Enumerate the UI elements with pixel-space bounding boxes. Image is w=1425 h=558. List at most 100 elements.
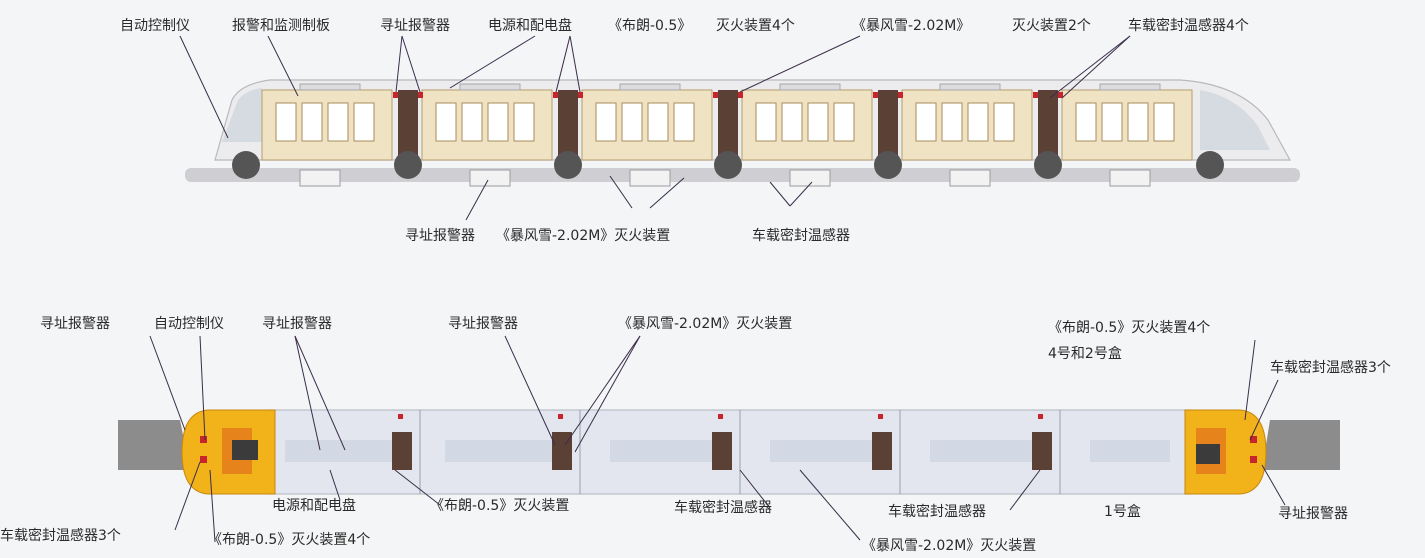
window [915,102,937,142]
window [1101,102,1123,142]
leader-line [199,335,206,441]
connector [718,90,738,162]
marker [1033,92,1038,98]
leader-line [329,469,341,501]
window [487,102,509,142]
window [1127,102,1149,142]
roof-unit [459,83,521,91]
label-plan-addr-left: 寻址报警器 [40,316,110,332]
equip-box [299,169,341,187]
bogie [394,151,422,179]
bogie [232,151,260,179]
marker [878,414,883,419]
window [673,102,695,142]
window [275,102,297,142]
plan-connector [712,432,732,470]
marker [713,92,718,98]
window [513,102,535,142]
under-equipment [299,169,1151,187]
marker [738,92,743,98]
marker [1250,456,1257,463]
plan-connector [1032,432,1052,470]
roof-unit [779,83,841,91]
marker [553,92,558,98]
side-windows [275,102,1175,142]
window [353,102,375,142]
window [301,102,323,142]
roof-unit [939,83,1001,91]
label-plan-power-panel: 电源和配电盘 [272,498,356,514]
label-plan-addr-2: 寻址报警器 [262,316,332,332]
leader-line [569,35,581,93]
bogie [1034,151,1062,179]
plan-connector [552,432,572,470]
label-top-ext4: 灭火装置4个 [716,18,795,34]
right-track [1262,420,1340,470]
leader-line [1261,464,1286,506]
window [1075,102,1097,142]
label-plan-addr-right: 寻址报警器 [1278,506,1348,522]
left-cab-seat [232,440,258,460]
leader-line [294,335,346,451]
leader-line [609,175,633,209]
leader-line [739,35,861,93]
roof-unit [619,83,681,91]
label-top-addr-alarm: 寻址报警器 [380,18,450,34]
label-plan-brown-right-1: 《布朗-0.5》灭火装置4个 [1048,320,1211,336]
plan-aisles [285,440,1170,462]
label-plan-brown-bottom: 《布朗-0.5》灭火装置 [430,498,570,514]
connector [878,90,898,162]
window [967,102,989,142]
marker [418,92,423,98]
bogie [714,151,742,179]
leader-line [267,35,299,97]
equip-box [949,169,991,187]
window [435,102,457,142]
label-plan-sensor-bottom-1: 车载密封温感器 [674,500,772,516]
window [781,102,803,142]
equip-box [469,169,511,187]
leader-line [739,469,771,509]
marker [393,92,398,98]
marker [578,92,583,98]
marker [873,92,878,98]
roof-unit [1099,83,1161,91]
connector [1038,90,1058,162]
leader-line [504,335,556,446]
plan-connector [392,432,412,470]
plan-leaders-top [149,335,1279,453]
connector [558,90,578,162]
leader-line [1249,379,1279,441]
bogie [874,151,902,179]
label-top-auto-controller: 自动控制仪 [120,18,190,34]
aisle [610,440,720,462]
label-plan-sensor3-left: 车载密封温感器3个 [0,528,121,544]
label-plan-sensor-bottom-2: 车载密封温感器 [888,504,986,520]
side-view [179,35,1300,221]
leader-line [174,461,201,531]
plan-leaders-bottom [174,461,1286,543]
plan-connector [872,432,892,470]
aisle [445,440,555,462]
aisle [770,440,880,462]
plan-car-dividers [419,410,1061,494]
leader-line [394,469,441,506]
leader-line [799,469,861,541]
marker [1058,92,1063,98]
side-bogies [232,151,1224,179]
label-plan-sensor3-right: 车载密封温感器3个 [1270,360,1391,376]
bogie [1196,151,1224,179]
label-plan-brown-left: 《布朗-0.5》灭火装置4个 [208,532,371,548]
label-top-bottom-sensor: 车载密封温感器 [752,228,850,244]
aisle [285,440,405,462]
equip-box [789,169,831,187]
leader-line [465,179,489,221]
leader-line [294,335,321,451]
window [833,102,855,142]
roof-unit [299,83,361,91]
leader-line [1009,469,1041,511]
connector [398,90,418,162]
label-plan-auto-controller: 自动控制仪 [154,316,224,332]
left-track [118,420,190,470]
leader-line [1061,35,1131,99]
